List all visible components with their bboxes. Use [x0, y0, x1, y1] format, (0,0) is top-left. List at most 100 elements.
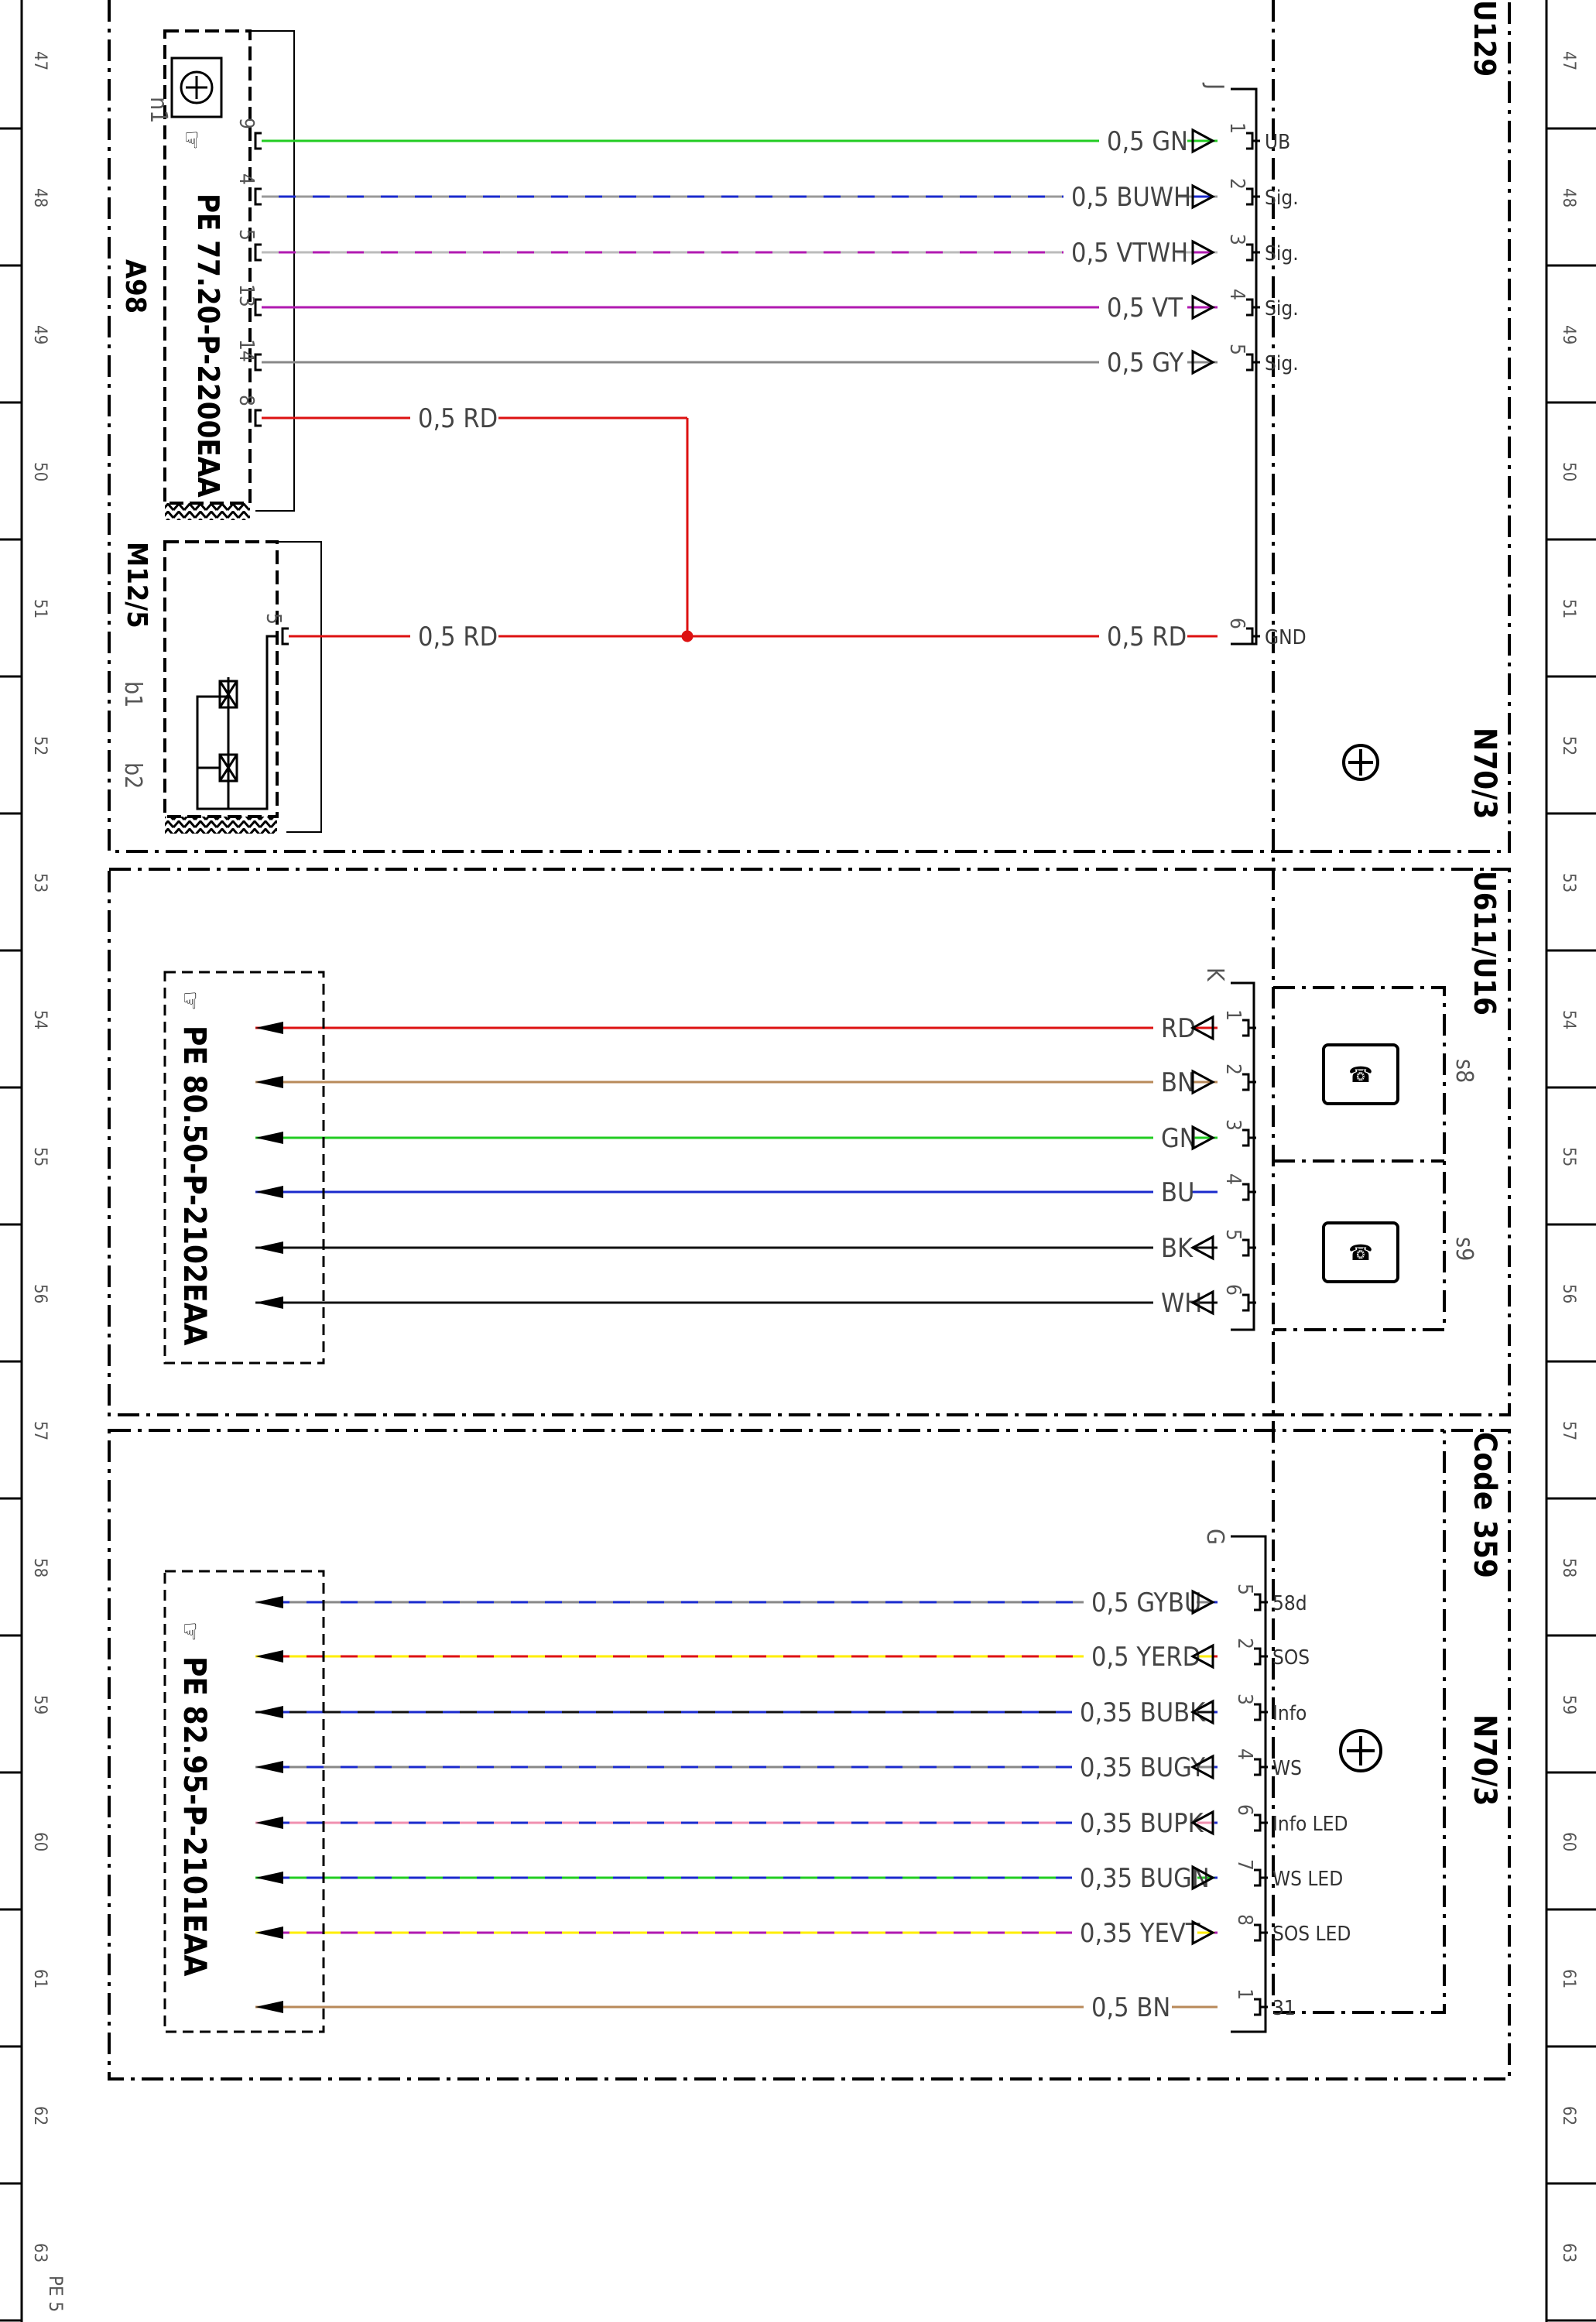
right-pin-number: 2 — [1233, 1638, 1256, 1649]
sensor-symbol — [196, 635, 279, 810]
right-pin-number: 5 — [1221, 1229, 1245, 1241]
wire-label: 0,5 RD — [1107, 622, 1187, 652]
connector-blocks — [1231, 87, 1267, 2033]
u129-label: U129 — [1468, 0, 1502, 77]
b2-label: b2 — [119, 762, 146, 789]
pe-box-bottom: ☞ PE 82.95-P-2101EAA — [163, 1570, 325, 2033]
pin-terminal — [1242, 1293, 1250, 1312]
left-pin-number: 9 — [235, 118, 258, 129]
a98-doc-ref[interactable]: PE 77.20-P-2200EAA — [191, 194, 225, 498]
pin-function-label: Sig. — [1265, 187, 1299, 210]
arrow-right-icon — [1191, 1920, 1216, 1946]
pin-terminal — [1246, 243, 1254, 262]
pe-box-mid: ☞ PE 80.50-P-2102EAA — [163, 971, 325, 1365]
grid-row-label: 59 — [1559, 1695, 1578, 1714]
grid-row-label: 50 — [30, 462, 50, 481]
grid-row-label: 51 — [30, 599, 50, 618]
pin-terminal — [254, 298, 262, 317]
arrow-right-icon — [1191, 1069, 1216, 1095]
grid-row-label: 52 — [1559, 736, 1578, 755]
m12-5-id: M12/5 — [121, 542, 152, 628]
grid-row-label: 63 — [30, 2243, 50, 2262]
arrow-left-icon — [1190, 1810, 1214, 1836]
right-pin-number: 5 — [1225, 344, 1248, 355]
pin-terminal — [1254, 1813, 1262, 1832]
a98-id: A98 — [119, 259, 151, 313]
pin-function-label: SOS LED — [1272, 1923, 1351, 1946]
wire-label: 0,5 VT — [1107, 293, 1183, 324]
right-pin-number: 4 — [1225, 289, 1248, 300]
arrow-left-icon — [1190, 1754, 1214, 1780]
left-pin-number: 5 — [235, 229, 258, 241]
pin-function-label: GND — [1265, 626, 1307, 649]
a98-component: n1 PE 77.20-P-2200EAA ☞ A98 — [119, 29, 295, 520]
arrow-right-icon — [1191, 1589, 1216, 1615]
pe-bottom-doc-ref[interactable]: PE 82.95-P-2101EAA — [176, 1656, 212, 1976]
pe-mid-doc-ref[interactable]: PE 80.50-P-2102EAA — [176, 1026, 212, 1345]
wire-label: 0,35 YEVT — [1080, 1918, 1200, 1949]
arrow-right-icon — [1191, 183, 1216, 210]
wire-label: BK — [1161, 1233, 1194, 1264]
pin-terminal — [254, 132, 262, 150]
grid-row-label: 56 — [1559, 1284, 1578, 1303]
right-pin-number: 8 — [1233, 1914, 1256, 1926]
arrow-left-icon — [1190, 1235, 1214, 1261]
pin-function-label: Sig. — [1265, 297, 1299, 320]
grid-row-label: 61 — [30, 1969, 50, 1988]
b1-label: b1 — [119, 681, 146, 707]
pin-terminal — [254, 409, 262, 427]
right-pin-number: 3 — [1225, 234, 1248, 245]
right-pin-number: 2 — [1221, 1063, 1245, 1075]
pin-function-label: UB — [1265, 131, 1290, 154]
code-label: Code 359 — [1467, 1432, 1502, 1578]
grid-row-label: 61 — [1559, 1969, 1578, 1988]
wire-label: RD — [1161, 1013, 1196, 1044]
left-pin-number: 5 — [262, 613, 285, 625]
grid-row-label: 52 — [30, 736, 50, 755]
right-pin-number: 4 — [1233, 1748, 1256, 1760]
pin-terminal — [1254, 1593, 1262, 1611]
grid-row-label: 53 — [1559, 873, 1578, 892]
wire-label: 0,5 RD — [418, 622, 498, 652]
pin-terminal — [1254, 1923, 1262, 1942]
pin-function-label: WS — [1272, 1757, 1302, 1780]
section-frames — [108, 0, 1511, 2081]
pin-terminal — [1242, 1019, 1250, 1037]
grid-row-label: 55 — [30, 1147, 50, 1166]
grid-row-label: 51 — [1559, 599, 1578, 618]
pin-terminal — [281, 627, 289, 646]
grid-frame — [20, 0, 1548, 2322]
pin-function-label: Sig. — [1265, 242, 1299, 265]
right-pin-number: 5 — [1233, 1584, 1256, 1595]
transistor-icon — [1339, 744, 1382, 1772]
grid-row-label: 50 — [1559, 462, 1578, 481]
grid-row-label: 49 — [30, 325, 50, 344]
arrow-left-icon — [1190, 1699, 1214, 1725]
wire-label: 0,5 BN — [1091, 1992, 1170, 2023]
arrow-out-icon — [255, 2001, 283, 2013]
right-pin-number: 1 — [1233, 1988, 1256, 2000]
grid-row-label: 55 — [1559, 1147, 1578, 1166]
arrow-out-icon — [255, 1596, 283, 1608]
arrow-out-icon — [255, 1076, 283, 1088]
pin-terminal — [1254, 1647, 1262, 1666]
arrow-right-icon — [1191, 1865, 1216, 1891]
right-pin-number: 3 — [1221, 1119, 1245, 1131]
arrow-out-icon — [255, 1650, 283, 1663]
pin-terminal — [1242, 1183, 1250, 1201]
arrow-out-icon — [255, 1186, 283, 1198]
grid-row-label: 63 — [1559, 2243, 1578, 2262]
pin-terminal — [1246, 132, 1254, 150]
grid-row-label: 60 — [1559, 1832, 1578, 1851]
right-pin-number: 6 — [1221, 1284, 1245, 1296]
arrow-out-icon — [255, 1761, 283, 1773]
wire-label: 0,5 GN — [1107, 126, 1188, 157]
right-pin-number: 1 — [1221, 1009, 1245, 1021]
pin-function-label: SOS — [1272, 1646, 1310, 1670]
pin-terminal — [1246, 353, 1254, 372]
a98-sub-label: n1 — [145, 97, 172, 123]
wire-label: 0,35 BUGY — [1080, 1752, 1205, 1783]
page-ref: PE 5 — [45, 2276, 67, 2312]
pin-terminal — [254, 353, 262, 372]
